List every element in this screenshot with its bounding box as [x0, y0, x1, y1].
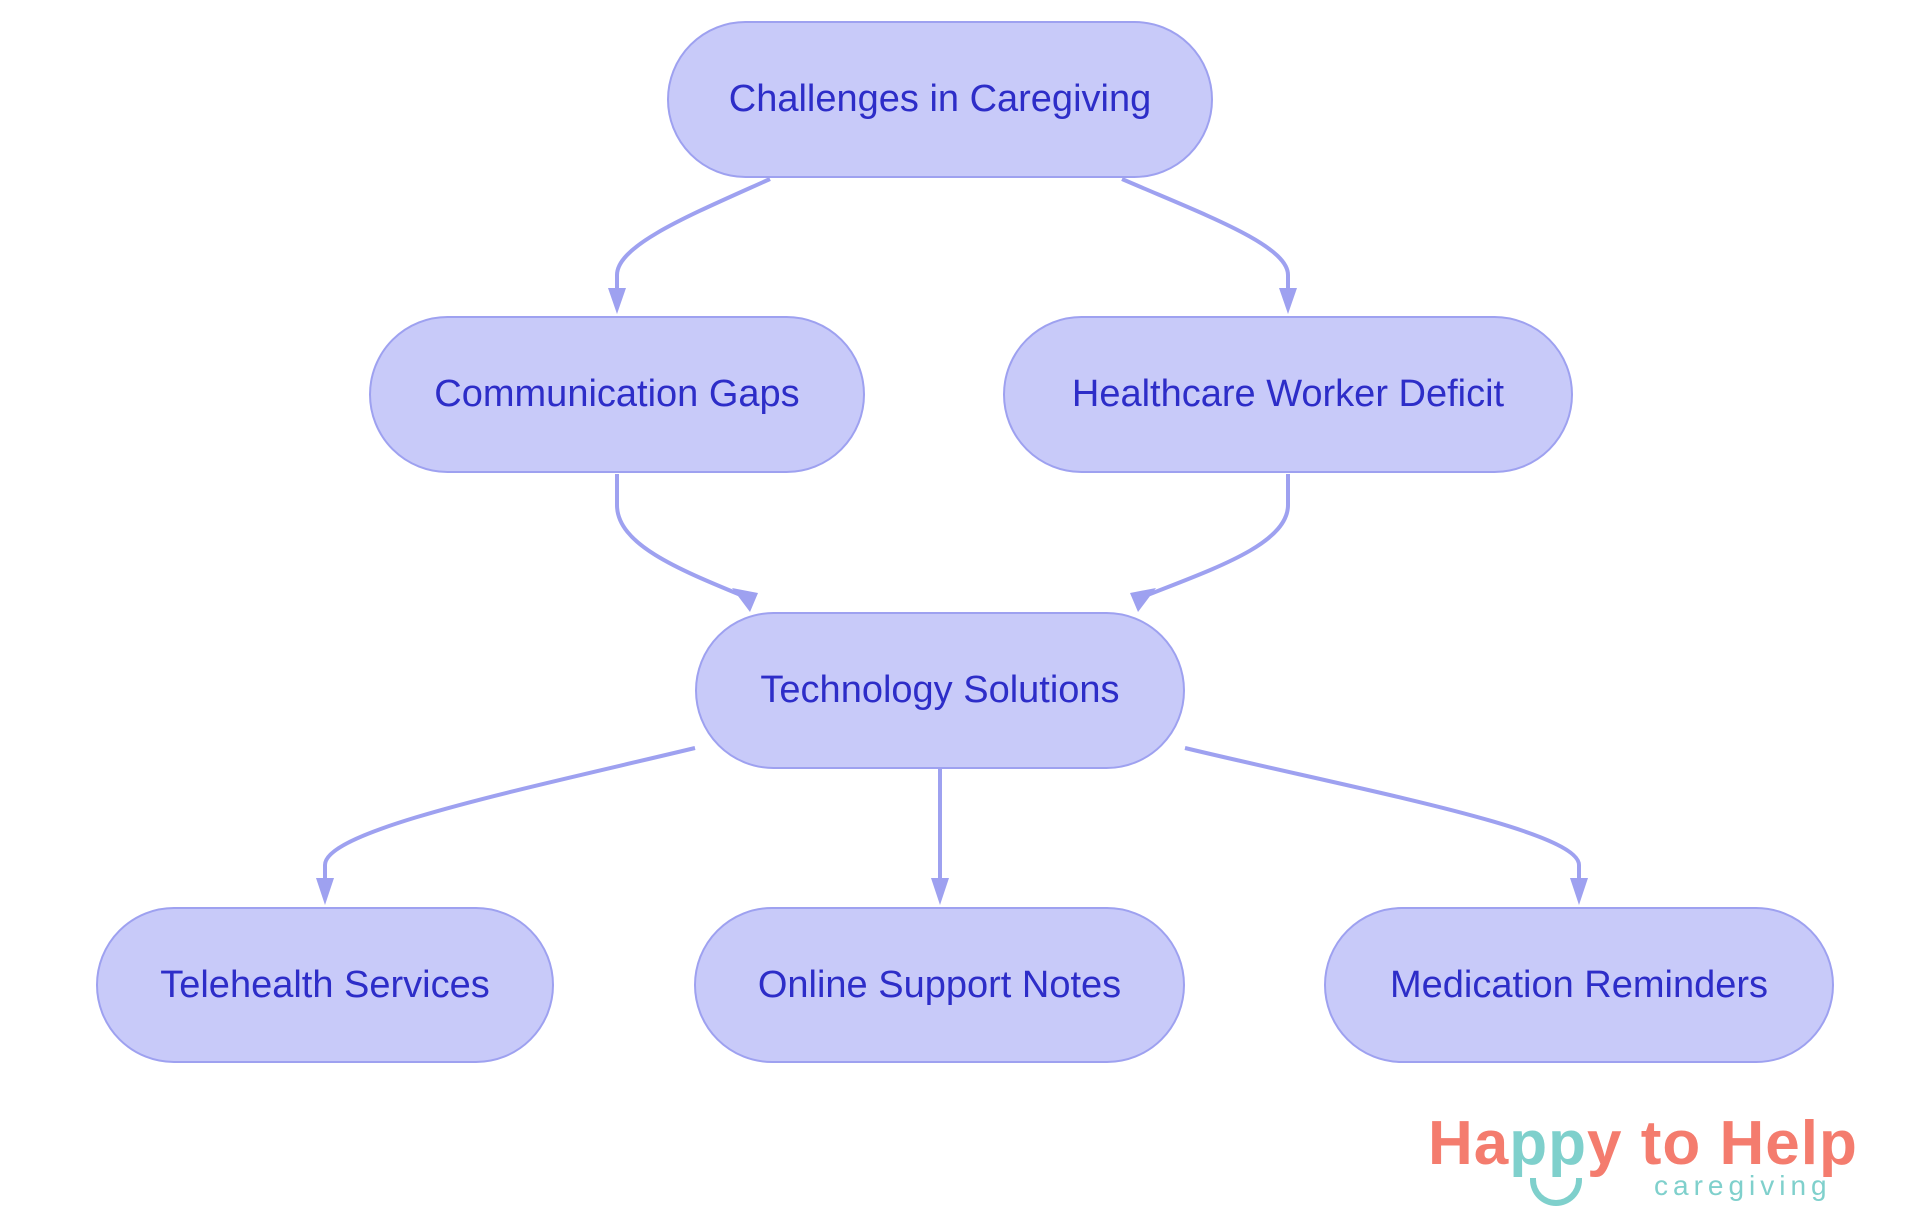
edge-root-healthcare: [1121, 177, 1290, 300]
node-telehealth-services: Telehealth Services: [96, 907, 554, 1063]
edge-communication-technology: [615, 474, 749, 600]
logo-tagline: caregiving: [1654, 1170, 1832, 1201]
node-communication-gaps: Communication Gaps: [369, 316, 865, 473]
logo-text-rest: y to Help: [1587, 1109, 1858, 1178]
edge-technology-telehealth: [323, 746, 696, 890]
node-healthcare-worker-deficit: Healthcare Worker Deficit: [1003, 316, 1573, 473]
node-online-support-notes: Online Support Notes: [694, 907, 1185, 1063]
logo-text-pp: pp: [1509, 1109, 1588, 1178]
edge-root-communication: [615, 177, 771, 300]
node-medication-reminders: Medication Reminders: [1324, 907, 1834, 1063]
logo-wordmark: Happy to Help: [1428, 1108, 1858, 1179]
edge-healthcare-technology: [1139, 474, 1290, 600]
node-challenges-in-caregiving: Challenges in Caregiving: [667, 21, 1213, 178]
edge-technology-medication: [1184, 746, 1581, 890]
logo-text-ha: Ha: [1428, 1109, 1510, 1178]
smile-icon: [1530, 1178, 1582, 1206]
happy-to-help-logo: Happy to Help caregiving: [1428, 1108, 1888, 1208]
node-technology-solutions: Technology Solutions: [695, 612, 1185, 769]
